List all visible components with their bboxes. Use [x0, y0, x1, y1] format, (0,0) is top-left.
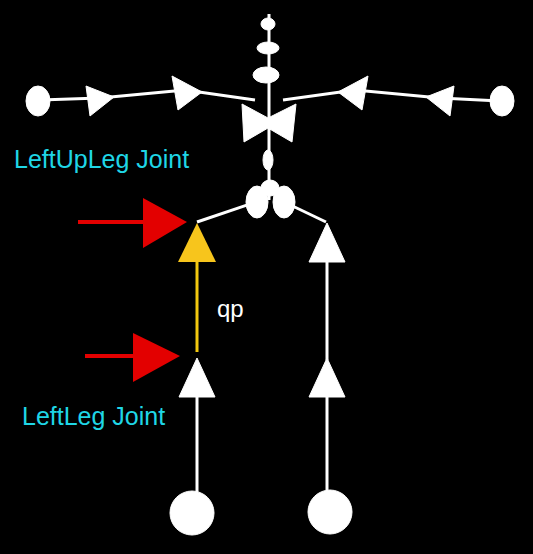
foot-joint — [308, 490, 352, 534]
leg-joint — [179, 358, 215, 397]
shoulder-joint — [172, 76, 202, 110]
arm-bone — [283, 90, 500, 101]
arrow-shaft — [85, 354, 138, 358]
highlighted-bone — [196, 262, 199, 352]
arrow-head — [133, 333, 180, 382]
elbow-joint — [426, 86, 454, 116]
hip-bone — [280, 200, 326, 222]
foot-joint — [170, 491, 214, 535]
shin-bone — [196, 397, 199, 492]
hip-bone — [197, 200, 262, 222]
head-joint — [261, 18, 275, 30]
arrow-head — [143, 198, 187, 248]
highlighted-joint — [178, 223, 216, 262]
hand-joint — [490, 86, 514, 116]
elbow-joint — [86, 86, 114, 116]
neck-joint — [257, 42, 279, 54]
chest-joint — [242, 104, 296, 142]
arrow-shaft — [78, 220, 148, 224]
hand-joint — [26, 86, 50, 116]
neck-joint — [253, 67, 279, 83]
arm-bone — [40, 90, 255, 100]
pointer-arrows — [78, 198, 187, 382]
spine-joint — [263, 150, 273, 170]
shin-bone — [326, 397, 329, 492]
upleg-joint — [309, 223, 345, 262]
shoulder-joint — [338, 76, 368, 110]
skeleton — [26, 14, 514, 535]
leg-joint — [309, 358, 345, 397]
thigh-bone — [326, 262, 329, 360]
joint-label: LeftLeg Joint — [22, 403, 165, 431]
joint-label: LeftUpLeg Joint — [14, 146, 189, 174]
bone-label: qp — [217, 296, 244, 322]
